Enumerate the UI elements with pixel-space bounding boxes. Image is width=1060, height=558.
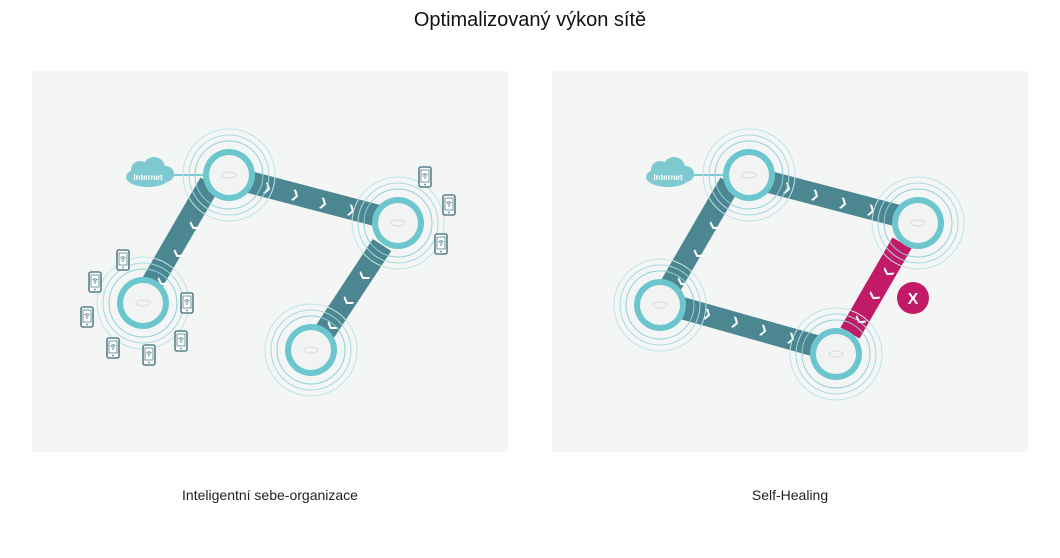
smartphone-wifi-icon [442, 194, 456, 216]
smartphone-wifi-icon [116, 249, 130, 271]
smartphone-wifi-icon [80, 306, 94, 328]
diagram-self-healing: ❯ ❯ ❯ ❯ ❯ ❯ ❯ ❯ ❯ ❯ ❯ ❯ ❯ ❯ Internet [552, 71, 1028, 452]
access-point-icon [702, 128, 796, 222]
failed-link [840, 237, 912, 339]
smartphone-wifi-icon [142, 344, 156, 366]
diagram-self-organization: ❯ ❯ ❯ ❯ ❯ ❯ ❯ ❯ ❯ ❯ Internet [32, 71, 508, 452]
mesh-diagram-right: ❯ ❯ ❯ ❯ ❯ ❯ ❯ ❯ ❯ ❯ ❯ ❯ ❯ ❯ Internet [613, 128, 965, 401]
smartphone-wifi-icon [418, 166, 432, 188]
svg-text:❯: ❯ [757, 322, 769, 337]
svg-text:❯: ❯ [865, 202, 877, 217]
smartphone-wifi-icon [88, 271, 102, 293]
access-point-icon [182, 128, 276, 222]
access-point-icon [871, 176, 965, 270]
mesh-diagram-left: ❯ ❯ ❯ ❯ ❯ ❯ ❯ ❯ ❯ ❯ Internet [80, 128, 456, 397]
page-title: Optimalizovaný výkon sítě [413, 9, 647, 31]
access-point-icon [351, 176, 445, 270]
access-point-icon [613, 258, 707, 352]
smartphone-wifi-icon [180, 292, 194, 314]
caption-self-organization: Inteligentní sebe-organizace [182, 487, 358, 503]
caption-self-healing: Self-Healing [751, 487, 829, 503]
svg-text:❯: ❯ [809, 187, 821, 202]
x-circle-icon: X [897, 282, 929, 314]
svg-text:❯: ❯ [837, 195, 849, 210]
access-point-icon [789, 307, 883, 401]
cloud-label: Internet [653, 173, 683, 182]
cloud-icon: Internet [126, 157, 210, 187]
svg-text:❯: ❯ [289, 187, 301, 202]
svg-text:❯: ❯ [317, 195, 329, 210]
smartphone-wifi-icon [174, 330, 188, 352]
cloud-icon: Internet [646, 157, 730, 187]
svg-text:❯: ❯ [345, 202, 357, 217]
cloud-label: Internet [133, 173, 163, 182]
smartphone-wifi-icon [106, 337, 120, 359]
access-point-icon [264, 303, 358, 397]
smartphone-wifi-icon [434, 233, 448, 255]
fail-marker-label: X [908, 291, 919, 308]
svg-text:❯: ❯ [729, 314, 741, 329]
